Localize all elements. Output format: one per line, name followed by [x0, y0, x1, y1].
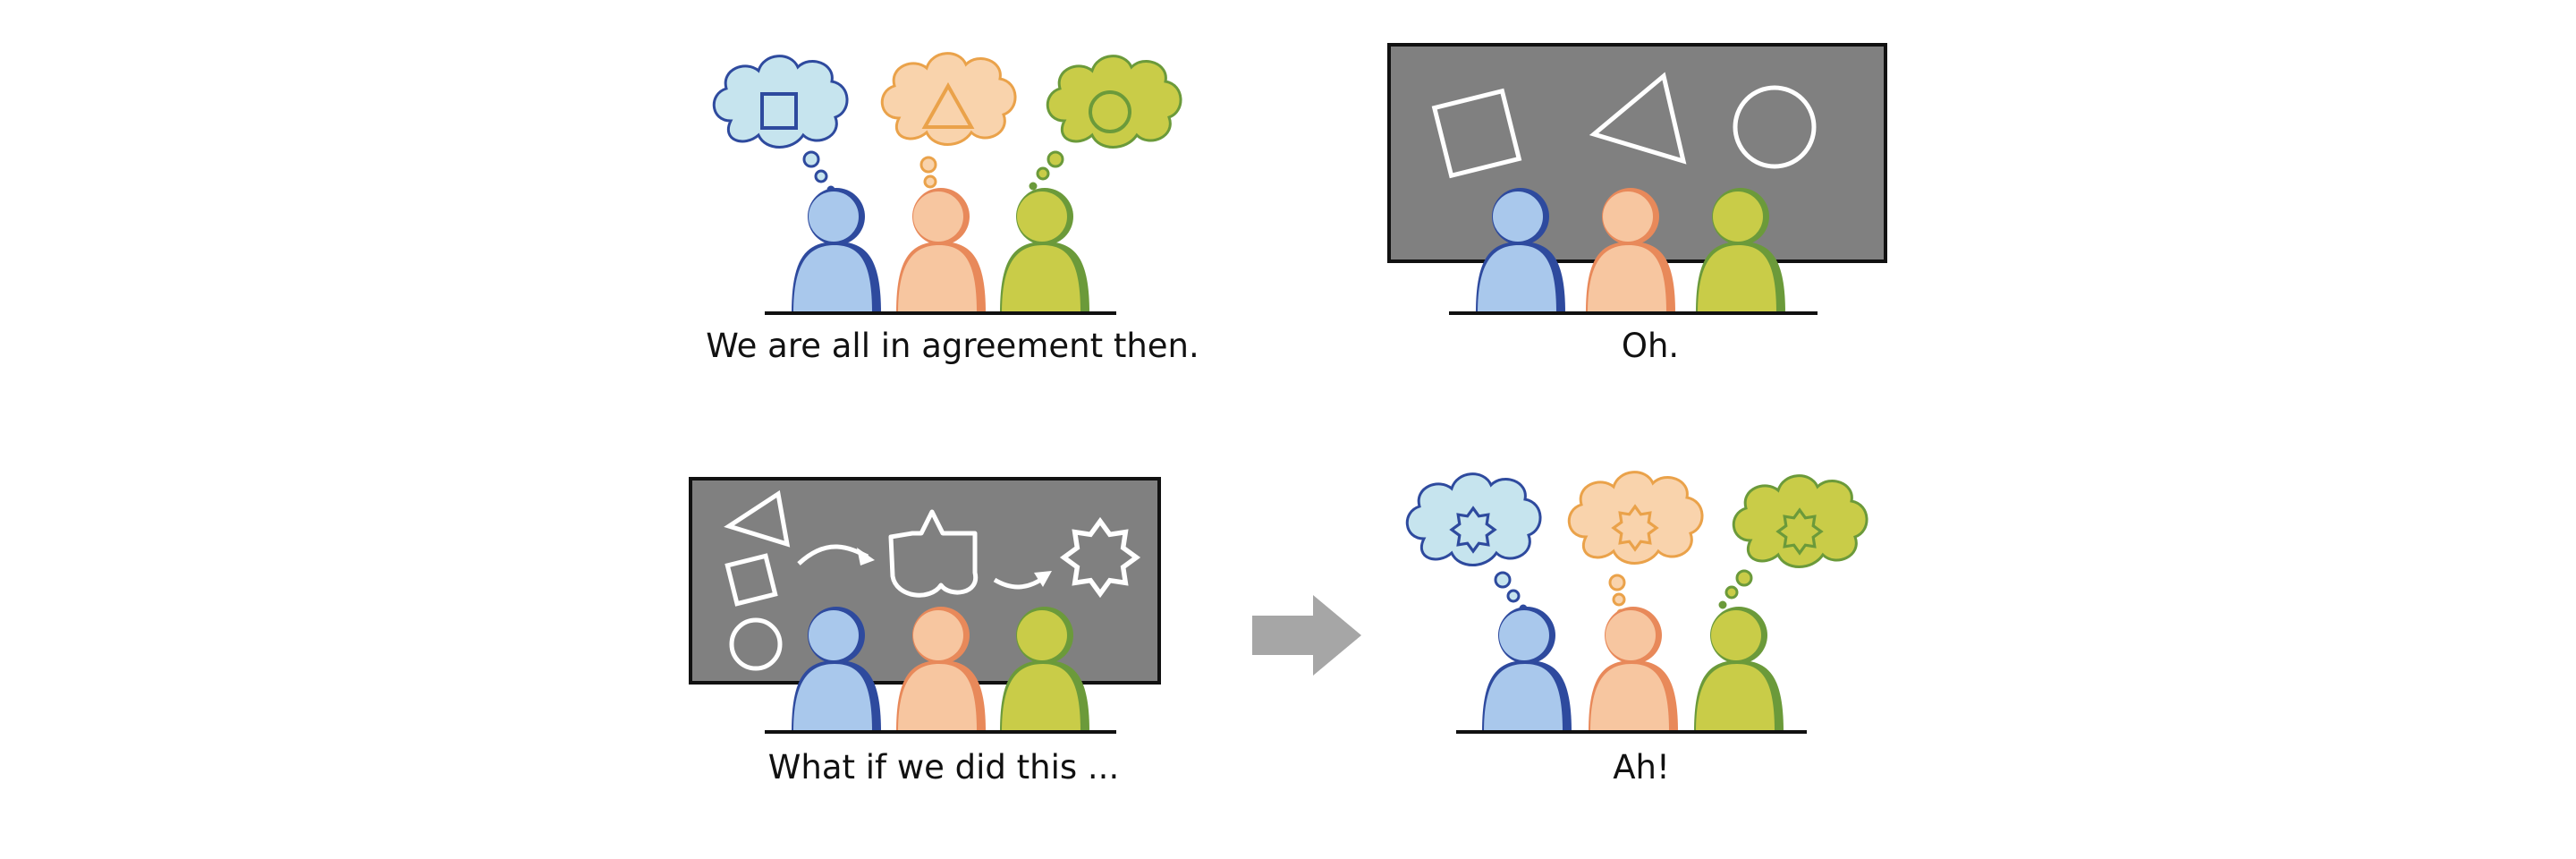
thought-bubbles-blue [802, 150, 835, 194]
thought-cloud-green [1046, 55, 1182, 149]
thought-bubbles-green [1029, 150, 1064, 191]
panel-proposal [689, 477, 1161, 734]
person-green [1694, 607, 1784, 732]
thought-cloud-orange [1567, 471, 1704, 565]
caption-agreement: We are all in agreement then. [706, 327, 1199, 365]
thought-cloud-green [1732, 474, 1868, 568]
square-icon [1431, 88, 1522, 179]
person-blue [1482, 607, 1572, 732]
triangle-icon [1589, 72, 1687, 165]
thought-bubbles-green [1718, 569, 1753, 609]
thought-cloud-orange [880, 52, 1017, 146]
circle-icon [1089, 90, 1131, 133]
person-orange [1589, 607, 1678, 732]
square-icon [760, 92, 798, 130]
person-green [1000, 188, 1089, 313]
square-icon [724, 553, 778, 607]
triangle-icon [724, 489, 791, 548]
thought-bubbles-blue [1494, 571, 1528, 613]
panel-agreement [712, 52, 1182, 315]
thought-cloud-blue [712, 55, 849, 149]
panel-oh [1387, 43, 1887, 315]
thought-cloud-blue [1405, 472, 1542, 566]
person-orange [896, 188, 986, 313]
caption-ah: Ah! [1613, 748, 1670, 787]
circle-icon [729, 617, 783, 671]
panel-ah [1405, 471, 1868, 734]
right-arrow-icon [1252, 595, 1361, 676]
curved-arrow-head [857, 548, 875, 566]
merged-shape-icon [888, 509, 979, 598]
curved-arrow-head [1034, 571, 1052, 587]
circle-icon [1733, 85, 1817, 169]
person-blue [792, 188, 881, 313]
triangle-icon [921, 81, 975, 129]
caption-oh: Oh. [1621, 327, 1680, 365]
caption-proposal: What if we did this ... [767, 748, 1120, 787]
